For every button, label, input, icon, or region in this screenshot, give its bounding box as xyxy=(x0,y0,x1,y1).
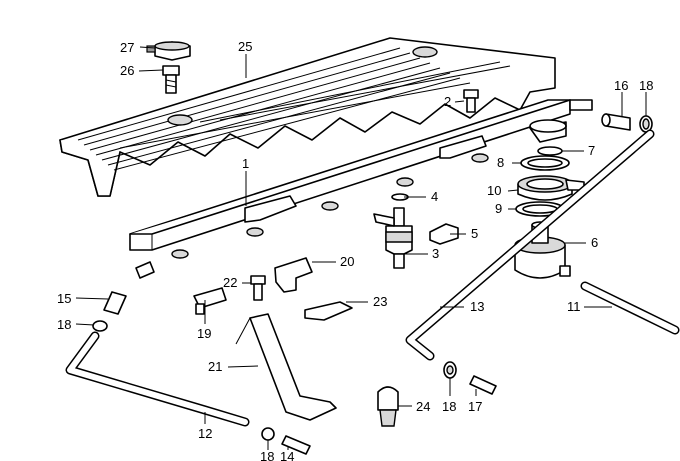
plate-23-part xyxy=(304,301,353,321)
clamp-18-mid-part xyxy=(443,361,457,379)
label-17: 17 xyxy=(468,399,482,414)
support-bracket-21-part xyxy=(235,313,337,421)
label-26: 26 xyxy=(120,63,134,78)
hose-16-part xyxy=(601,113,631,131)
label-3: 3 xyxy=(432,246,439,261)
label-23: 23 xyxy=(373,294,387,309)
bolt-2-part xyxy=(463,89,479,113)
label-12: 12 xyxy=(198,426,212,441)
label-15: 15 xyxy=(57,291,71,306)
label-18-bottom: 18 xyxy=(260,449,274,461)
clamp-18-bottom-part xyxy=(261,427,275,441)
label-13: 13 xyxy=(470,299,484,314)
label-20: 20 xyxy=(340,254,354,269)
bracket-20-part xyxy=(274,257,313,293)
label-5: 5 xyxy=(471,226,478,241)
o-ring-7-part xyxy=(537,146,563,156)
engine-cover-part xyxy=(59,37,556,197)
leader-lines xyxy=(75,46,647,450)
injector-part xyxy=(373,207,413,269)
hose-12-part xyxy=(65,331,250,427)
label-2: 2 xyxy=(444,94,451,109)
label-4: 4 xyxy=(431,189,438,204)
clamp-18-left-part xyxy=(92,320,108,332)
bolt-26-part xyxy=(162,65,180,94)
label-9: 9 xyxy=(495,201,502,216)
hose-11-part xyxy=(580,281,680,335)
label-1: 1 xyxy=(242,156,249,171)
label-25: 25 xyxy=(238,39,252,54)
label-18-mid: 18 xyxy=(442,399,456,414)
label-18-left: 18 xyxy=(57,317,71,332)
label-7: 7 xyxy=(588,143,595,158)
hose-15-part xyxy=(103,291,127,315)
label-21: 21 xyxy=(208,359,222,374)
hose-14-part xyxy=(281,435,311,455)
hose-17-part xyxy=(469,375,497,395)
label-16: 16 xyxy=(614,78,628,93)
callout-labels: 27 25 26 2 16 18 7 8 1 4 10 9 5 6 20 3 2… xyxy=(57,39,653,461)
clip-5-part xyxy=(429,223,459,245)
label-11: 11 xyxy=(567,299,581,314)
label-19: 19 xyxy=(197,326,211,341)
bolt-22-part xyxy=(250,275,266,301)
fuel-rail-part xyxy=(129,99,593,279)
label-18-top: 18 xyxy=(639,78,653,93)
retainer-10-part xyxy=(517,175,585,201)
label-22: 22 xyxy=(223,275,237,290)
label-10: 10 xyxy=(487,183,501,198)
label-8: 8 xyxy=(497,155,504,170)
label-6: 6 xyxy=(591,235,598,250)
hose-13-part xyxy=(405,129,655,361)
label-24: 24 xyxy=(416,399,430,414)
connector-24-part xyxy=(377,386,399,427)
clamp-18-top-part xyxy=(639,115,653,133)
label-27: 27 xyxy=(120,40,134,55)
label-14: 14 xyxy=(280,449,294,461)
bracket-19-part xyxy=(193,287,227,315)
ring-8-part xyxy=(520,155,570,171)
cap-part xyxy=(146,41,191,61)
